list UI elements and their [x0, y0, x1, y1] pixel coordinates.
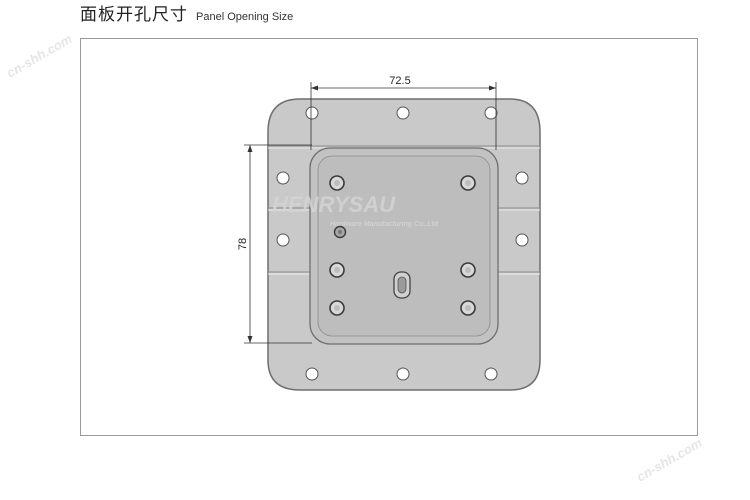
- watermark-tagline: Hardware Manufacturing Co.,Ltd: [330, 221, 439, 228]
- center-slot-inner: [397, 276, 407, 294]
- mounting-hole-bottom-left: [305, 367, 319, 381]
- width-arrow-left: [311, 85, 318, 91]
- mounting-hole-left-upper: [276, 171, 290, 185]
- watermark-brand: HENRYSAU: [272, 192, 396, 217]
- mounting-hole-bottom-center: [396, 367, 410, 381]
- mounting-hole-top-right: [484, 106, 498, 120]
- mounting-hole-bottom-right: [484, 367, 498, 381]
- rivet-right-2-core: [465, 267, 471, 273]
- rivet-small-core: [337, 229, 343, 235]
- height-dimension-label: 78: [237, 238, 249, 250]
- width-arrow-right: [489, 85, 496, 91]
- mounting-hole-top-center: [396, 106, 410, 120]
- height-arrow-top: [247, 145, 253, 152]
- rivet-left-3-core: [334, 305, 340, 311]
- rivet-left-2-core: [334, 267, 340, 273]
- mounting-hole-right-middle: [515, 233, 529, 247]
- rivet-right-3-core: [465, 305, 471, 311]
- mounting-hole-right-upper: [515, 171, 529, 185]
- rivet-left-1-core: [334, 180, 340, 186]
- heading-title-en: Panel Opening Size: [196, 11, 294, 23]
- mounting-hole-left-middle: [276, 233, 290, 247]
- watermark-site-top: cn-shh.com: [4, 31, 75, 81]
- mounting-hole-top-left: [305, 106, 319, 120]
- perimeter-holes: [276, 106, 529, 381]
- width-dimension: 72.5: [310, 75, 497, 150]
- height-dimension: 78: [237, 144, 312, 344]
- height-arrow-bottom: [247, 336, 253, 343]
- pan-rivets: [329, 175, 476, 316]
- width-dimension-label: 72.5: [389, 75, 410, 87]
- heading-title-cn: 面板开孔尺寸: [80, 5, 188, 25]
- recessed-pan-inner: [317, 155, 491, 337]
- watermark-site-bottom: cn-shh.com: [634, 435, 705, 485]
- rivet-right-1-core: [465, 180, 471, 186]
- heading: 面板开孔尺寸 Panel Opening Size: [80, 0, 294, 25]
